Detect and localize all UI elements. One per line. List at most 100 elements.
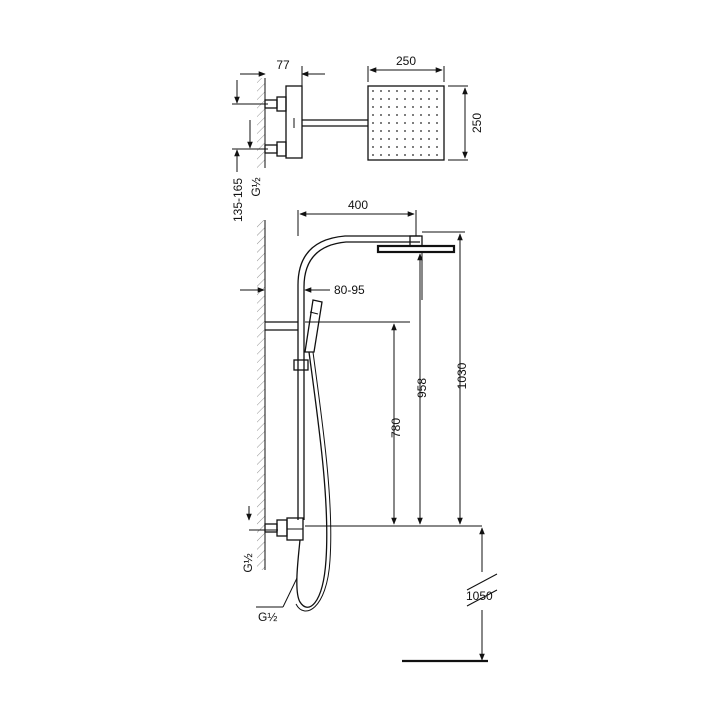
nozzle-dot bbox=[428, 122, 430, 124]
nozzle-dot bbox=[404, 90, 406, 92]
nozzle-dot bbox=[420, 130, 422, 132]
hose bbox=[295, 351, 332, 612]
nozzle-dot bbox=[436, 90, 438, 92]
nozzle-dot bbox=[372, 154, 374, 156]
nozzle-dot bbox=[412, 98, 414, 100]
nozzle-dot bbox=[436, 98, 438, 100]
dimension-hose-thread: G½ bbox=[256, 577, 298, 624]
mixer-side-view bbox=[264, 517, 304, 541]
nozzle-dot bbox=[388, 90, 390, 92]
nozzle-dot bbox=[372, 106, 374, 108]
nozzle-dot bbox=[428, 138, 430, 140]
nozzle-dot bbox=[420, 138, 422, 140]
nozzle-dot bbox=[372, 138, 374, 140]
nozzle-dot bbox=[404, 154, 406, 156]
nozzle-dot bbox=[388, 98, 390, 100]
dimension-head-depth: 250 bbox=[448, 85, 484, 161]
dim-label-mixer-inlet-thread-side: G½ bbox=[241, 553, 255, 572]
nozzle-dot bbox=[412, 122, 414, 124]
nozzle-dot bbox=[388, 146, 390, 148]
nozzle-dot bbox=[396, 146, 398, 148]
nozzle-dot bbox=[396, 90, 398, 92]
dim-label-top-offset: 77 bbox=[276, 58, 290, 72]
dimension-arm-reach: 400 bbox=[297, 198, 417, 236]
nozzle-dot bbox=[396, 154, 398, 156]
nozzle-dot bbox=[388, 154, 390, 156]
side-view: 400 80-95 780 958 1030 bbox=[240, 198, 498, 663]
nozzle-dot bbox=[380, 146, 382, 148]
nozzle-dot bbox=[420, 146, 422, 148]
nozzle-dot bbox=[436, 146, 438, 148]
nozzle-dot bbox=[396, 114, 398, 116]
nozzle-dot bbox=[396, 98, 398, 100]
dim-label-rail-holder-height: 780 bbox=[389, 418, 403, 438]
nozzle-dot bbox=[428, 130, 430, 132]
nozzle-dot bbox=[428, 90, 430, 92]
nozzle-dot bbox=[428, 106, 430, 108]
wall-side-view bbox=[257, 220, 265, 570]
dimension-rail-holder-height: 780 bbox=[389, 323, 403, 525]
nozzle-dot bbox=[436, 106, 438, 108]
nozzle-dot bbox=[420, 90, 422, 92]
nozzle-dot bbox=[372, 146, 374, 148]
nozzle-dot bbox=[372, 122, 374, 124]
nozzle-dot bbox=[436, 114, 438, 116]
nozzle-dot bbox=[380, 114, 382, 116]
dimension-wall-clearance: 80-95 bbox=[240, 283, 365, 297]
nozzle-dot bbox=[372, 114, 374, 116]
nozzle-dot bbox=[372, 98, 374, 100]
nozzle-dot bbox=[396, 106, 398, 108]
dim-label-mixer-centers: 135-165 bbox=[231, 178, 245, 222]
dimension-head-height: 1030 bbox=[455, 233, 469, 525]
nozzle-dot bbox=[388, 138, 390, 140]
dimension-mixer-height: 1050 bbox=[466, 527, 498, 661]
dim-label-head-width: 250 bbox=[396, 54, 416, 68]
nozzle-dot bbox=[420, 98, 422, 100]
nozzle-dot bbox=[404, 98, 406, 100]
nozzle-dot bbox=[420, 122, 422, 124]
nozzle-dot bbox=[388, 130, 390, 132]
dim-label-mixer-height: 1050 bbox=[466, 589, 493, 603]
hand-shower-icon bbox=[304, 299, 323, 353]
nozzle-dot bbox=[428, 146, 430, 148]
nozzle-dot bbox=[404, 138, 406, 140]
nozzle-dot bbox=[388, 122, 390, 124]
nozzle-dot bbox=[396, 122, 398, 124]
nozzle-dot bbox=[404, 106, 406, 108]
nozzle-dot bbox=[428, 114, 430, 116]
dimension-top-offset: 77 bbox=[240, 58, 325, 86]
riser-pipe bbox=[297, 235, 420, 520]
dim-label-mixer-inlet-thread: G½ bbox=[249, 177, 263, 196]
nozzle-dot bbox=[396, 138, 398, 140]
dimension-head-width: 250 bbox=[367, 54, 445, 82]
nozzle-dot bbox=[380, 106, 382, 108]
nozzle-dot bbox=[380, 154, 382, 156]
nozzle-dot bbox=[404, 146, 406, 148]
nozzle-dot bbox=[428, 154, 430, 156]
nozzle-dot bbox=[380, 130, 382, 132]
square-shower-head-icon bbox=[367, 85, 445, 161]
nozzle-dot bbox=[420, 114, 422, 116]
dim-label-arm-reach: 400 bbox=[348, 198, 368, 212]
nozzle-dot bbox=[412, 106, 414, 108]
nozzle-dot bbox=[380, 138, 382, 140]
nozzle-dot bbox=[404, 130, 406, 132]
nozzle-dot bbox=[372, 90, 374, 92]
hand-shower-holder bbox=[293, 359, 309, 371]
dim-label-hose-thread: G½ bbox=[258, 610, 277, 624]
wall-top-view bbox=[257, 78, 265, 168]
nozzle-dot bbox=[372, 130, 374, 132]
nozzle-dot bbox=[380, 90, 382, 92]
nozzle-dot bbox=[412, 146, 414, 148]
dim-label-head-depth: 250 bbox=[470, 113, 484, 133]
nozzle-dot bbox=[420, 106, 422, 108]
thermostatic-mixer-icon bbox=[264, 85, 303, 159]
nozzle-dot bbox=[388, 106, 390, 108]
nozzle-dot bbox=[380, 98, 382, 100]
wall-bracket bbox=[265, 321, 298, 331]
shower-head-side-view bbox=[376, 235, 456, 254]
nozzle-dot bbox=[412, 114, 414, 116]
dim-label-head-height: 1030 bbox=[455, 362, 469, 389]
nozzle-dot bbox=[412, 130, 414, 132]
